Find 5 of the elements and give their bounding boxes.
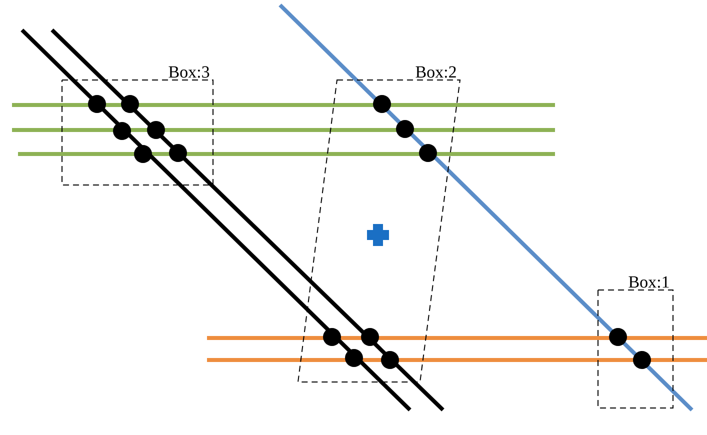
node-label: Box:3 <box>168 66 210 78</box>
node-label: Box:1 <box>628 276 669 288</box>
dashed-box: Box:1 <box>598 276 674 408</box>
dashed-box: Box:3 <box>62 66 214 186</box>
node-label: Box:2 <box>416 66 456 78</box>
